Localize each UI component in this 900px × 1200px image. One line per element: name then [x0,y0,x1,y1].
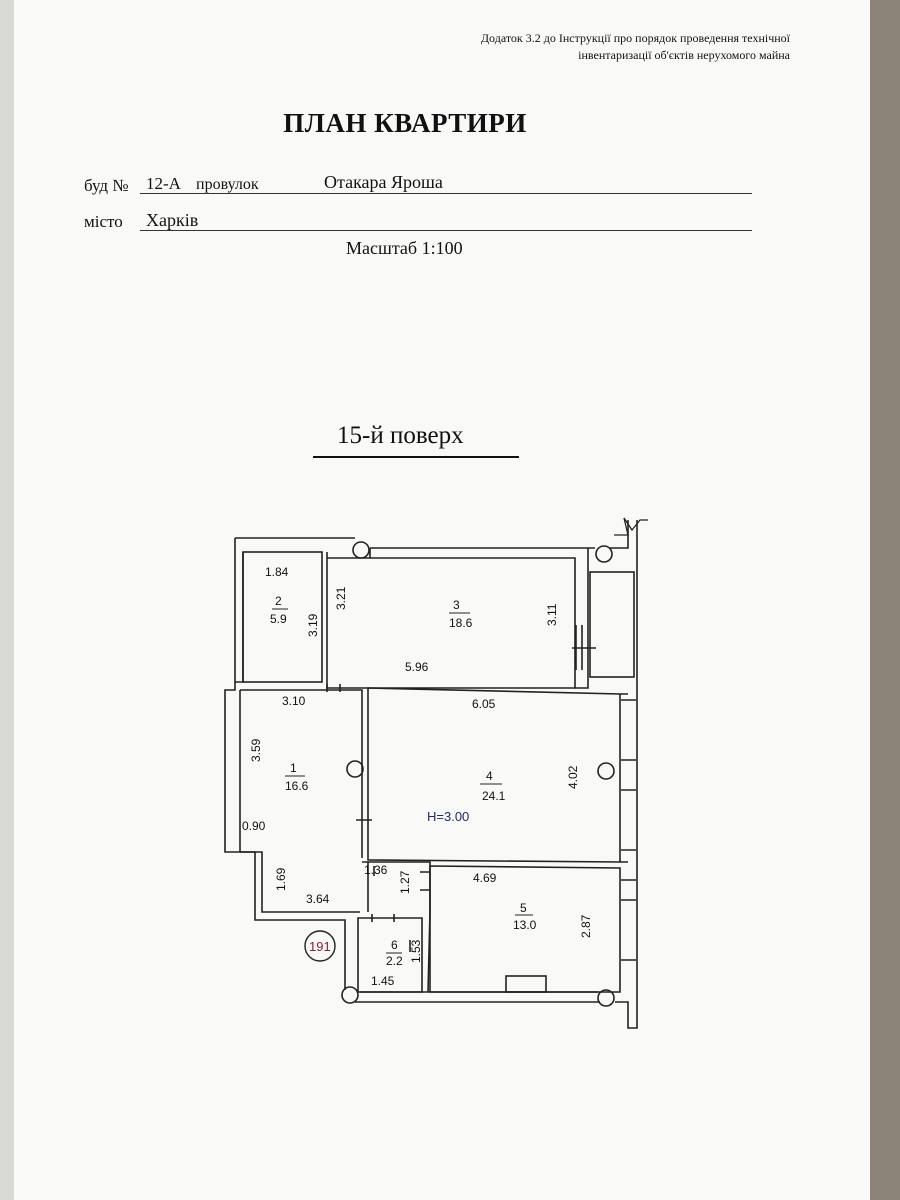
column-room1 [346,760,364,778]
room-4-walls [367,687,621,863]
door-marks [326,684,430,952]
room-6-walls [357,917,423,993]
room-3-area: 18.6 [449,616,473,630]
inner-wall-left-room2 [235,552,244,683]
dim-1-27: 1.27 [398,870,412,894]
dim-4-69: 4.69 [473,871,497,885]
dim-6-05: 6.05 [472,697,496,711]
bud-label: буд № [84,176,129,195]
page-title: ПЛАН КВАРТИРИ [283,108,527,138]
scale-label: Масштаб 1:100 [346,238,463,258]
room-5-number: 5 [520,901,527,915]
room-6-number: 6 [391,938,398,952]
dim-1-45: 1.45 [371,974,395,988]
room-4-area: 24.1 [482,789,506,803]
room-1-area: 16.6 [285,779,309,793]
room-2-walls [242,551,323,683]
page-right-edge [870,0,900,1200]
bud-value: 12-А [146,174,181,193]
appendix-note-line2: інвентаризації об'єктів нерухомого майна [578,48,790,62]
street-name: Отакара Яроша [324,172,443,192]
dim-3-10: 3.10 [282,694,306,708]
break-symbol [614,517,648,536]
dim-4-02: 4.02 [566,765,580,789]
column-bottom-left [341,986,359,1004]
room-2-area: 5.9 [270,612,287,626]
dim-3-21: 3.21 [334,586,348,610]
room-2-number: 2 [275,594,282,608]
document-sheet [14,0,876,1200]
stamp-number: 191 [309,939,331,954]
city-value: Харків [146,210,199,230]
dim-1-69: 1.69 [274,867,288,891]
street-underline [140,193,752,194]
dim-5-96: 5.96 [405,660,429,674]
dim-3-64: 3.64 [306,892,330,906]
corridor-walls [362,861,431,993]
dim-1-84: 1.84 [265,565,289,579]
room-5-walls [429,865,621,993]
column-room4 [597,762,615,780]
column-top-mid [352,541,370,559]
radiator [505,975,547,993]
dim-1-53: 1.53 [409,939,423,963]
floor-label: 15-й поверх [337,422,464,449]
street-type: провулок [196,176,259,193]
windows-right [621,699,636,961]
room-1-walls [239,689,363,913]
room-3-number: 3 [453,598,460,612]
outer-wall-top [235,520,629,549]
room-3-outer [369,548,589,689]
dim-2-87: 2.87 [579,914,593,938]
room-4-number: 4 [486,769,493,783]
stamp-circle [304,930,336,962]
floor-underline [313,456,519,458]
dim-3-11: 3.11 [545,603,559,626]
balcony-door [572,625,596,670]
room-4-outer [620,693,628,863]
column-bottom-right [597,989,615,1007]
dim-0-90: 0.90 [242,819,266,833]
city-underline [140,230,752,231]
area-fraction-lines [272,608,533,954]
dim-1-36: 1.36 [364,863,388,877]
room-5-area: 13.0 [513,918,537,932]
ceiling-height: H=3.00 [427,809,469,824]
appendix-note: Додаток 3.2 до Інструкції про порядок пр… [481,30,790,64]
column-top-right [595,545,613,563]
dim-3-19: 3.19 [306,613,320,637]
dim-3-59: 3.59 [249,738,263,762]
outer-wall-bottom [355,520,638,1029]
room-1-number: 1 [290,761,297,775]
room-6-area: 2.2 [386,954,403,968]
balcony [589,571,635,678]
appendix-note-line1: Додаток 3.2 до Інструкції про порядок пр… [480,31,790,45]
city-label: місто [84,212,123,231]
page-left-edge [0,0,14,1200]
